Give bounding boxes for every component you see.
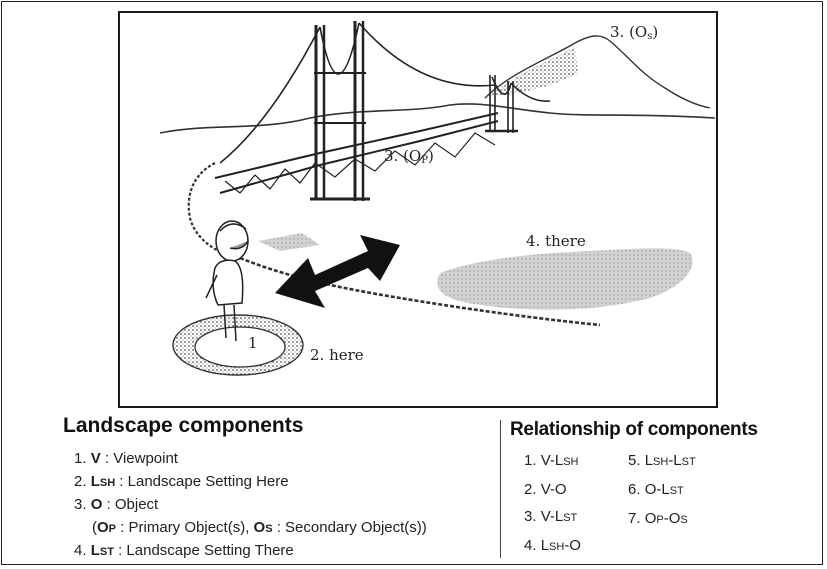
label-there: 4. there [526, 232, 586, 250]
landscape-illustration: 3. (Os) 3. (OP) 4. there 2. here 1 [118, 11, 718, 408]
double-arrow [275, 235, 400, 308]
main-bridge [214, 21, 499, 201]
label-secondary-object: 3. (Os) [610, 23, 659, 42]
relationship-title: Relationship of components [510, 419, 758, 440]
list-item: 4. LSH-O [524, 537, 581, 554]
list-item: 1. V-LSH [524, 452, 579, 469]
landscape-components-title: Landscape components [63, 414, 304, 437]
far-shoreline [159, 103, 716, 134]
label-viewpoint-number: 1 [248, 334, 258, 352]
there-area [437, 248, 693, 310]
list-item: 1. V : Viewpoint [74, 450, 178, 467]
list-item: 2. V-O [524, 481, 567, 498]
mountain-shading [488, 47, 578, 97]
list-item: 2. LSH : Landscape Setting Here [74, 472, 289, 490]
road-right-edge [239, 256, 601, 327]
here-strip [258, 233, 320, 251]
far-bridge [485, 75, 551, 133]
list-item-subnote: (OP : Primary Object(s), OS : Secondary … [92, 518, 427, 536]
label-primary-object: 3. (OP) [384, 147, 434, 166]
list-item: 3. V-LST [524, 508, 578, 525]
list-item: 5. LSH-LST [628, 452, 696, 469]
list-item: 6. O-LST [628, 481, 684, 498]
illustration-drawing [159, 21, 716, 376]
list-item: 3. O : Object [74, 496, 159, 513]
person-viewer [205, 220, 249, 342]
viewpoint-inner-ring [194, 326, 286, 368]
list-item: 4. LST : Landscape Setting There [74, 542, 294, 559]
section-divider [500, 420, 501, 558]
mountain-outline [484, 35, 711, 109]
relationship-list-col2: 5. LSH-LST 6. O-LST 7. OP-OS [628, 447, 696, 534]
landscape-components-list: 1. V : Viewpoint 2. LSH : Landscape Sett… [74, 448, 427, 564]
relationship-list-col1: 1. V-LSH 2. V-O 3. V-LST 4. LSH-O [524, 447, 581, 561]
label-here: 2. here [310, 346, 364, 364]
list-item: 7. OP-OS [628, 510, 688, 527]
